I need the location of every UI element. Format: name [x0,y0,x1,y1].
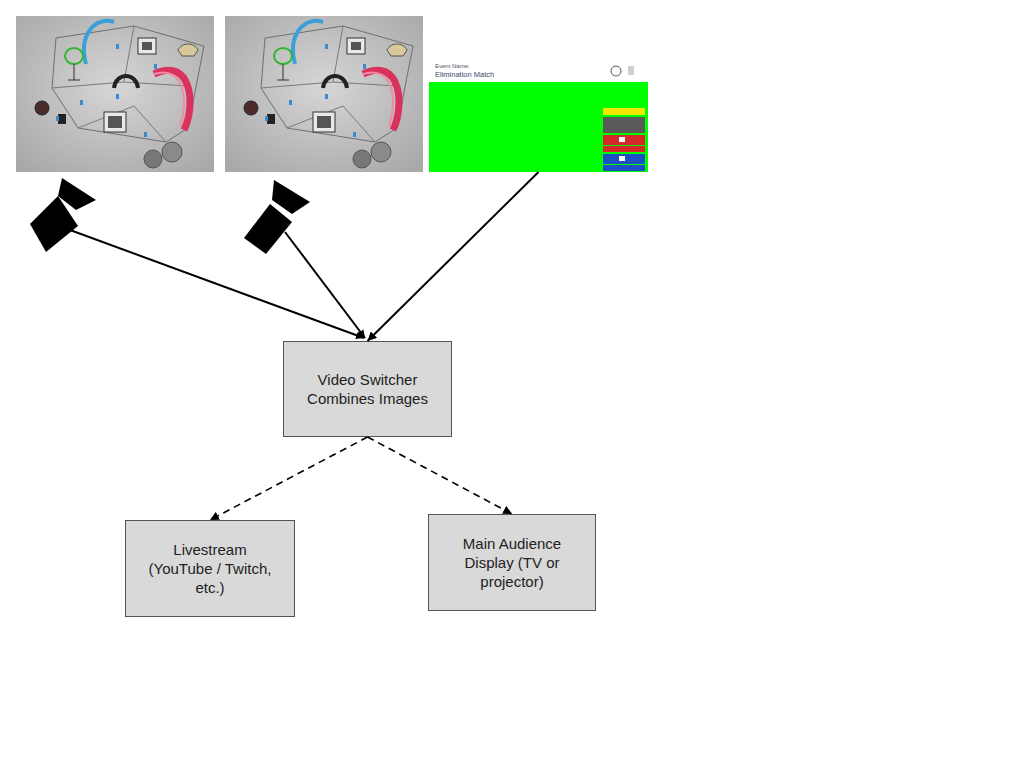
red-score [603,135,645,145]
dashed-arrow [368,437,513,514]
red-score [603,146,645,152]
node-heading: Video Switcher Combines Images [300,370,435,408]
output-box: Livestream (YouTube / Twitch, etc.) [125,520,295,617]
dashed-arrow [210,437,368,520]
node-heading: Event Name: [435,63,648,70]
node-heading: Main Audience Display (TV or projector) [445,534,579,591]
output-box: Main Audience Display (TV or projector) [428,514,596,611]
scoreboard-screenshot: Event Name:Elimination Match [429,58,648,172]
node-text: Elimination Match [435,70,648,79]
blue-score [603,154,645,164]
score-chip [619,137,625,142]
logo-mark [611,66,621,76]
blue-score [603,165,645,171]
camera-feed-arrow [70,230,364,338]
field-image [16,16,214,172]
camera-lens [58,178,96,210]
node-heading: Livestream (YouTube / Twitch, etc.) [142,540,278,597]
logo-mark [628,66,634,75]
camera-lens [272,180,310,214]
green-screen [429,82,648,172]
feed-arrow [368,172,539,341]
score-bar [603,117,645,133]
camera-body [244,204,292,254]
camera-feed-arrow [285,232,365,338]
score-chip [619,156,625,161]
score-bar [603,108,645,115]
process-box: Video Switcher Combines Images [283,341,452,437]
field-image [225,16,423,172]
